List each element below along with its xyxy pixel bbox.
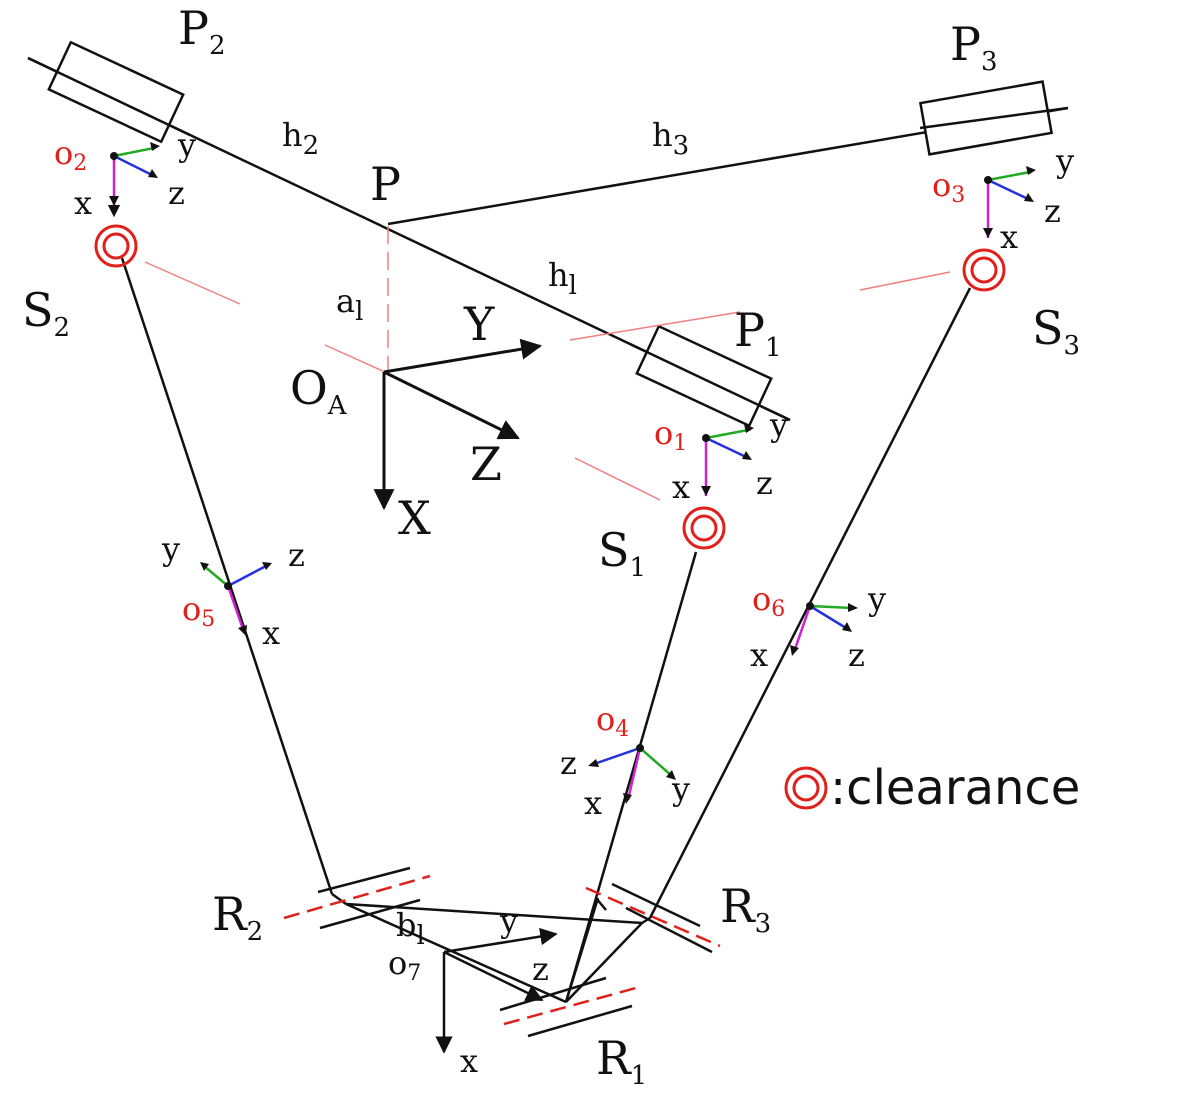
axis-Y [383, 338, 543, 374]
label-o1: o1 [654, 414, 687, 456]
label-o6: o6 [752, 580, 785, 622]
label-b1: bl [396, 906, 425, 951]
label-S2: S2 [22, 283, 70, 343]
axis-o4-x: x [584, 784, 602, 822]
axis-o6-y: y [867, 580, 886, 618]
frame-o2 [107, 142, 160, 218]
label-o4: o4 [596, 700, 629, 742]
axis-o7-z: z [532, 950, 549, 988]
axis-o2-x: x [74, 184, 92, 222]
label-Y: Y [463, 297, 495, 351]
axis-o4-z: z [560, 744, 577, 782]
legend-text: :clearance [830, 760, 1080, 816]
frame-o7 [435, 927, 558, 1054]
label-h3: h3 [652, 116, 689, 161]
slider-p1 [635, 324, 773, 428]
label-S3: S3 [1032, 301, 1080, 361]
frame-o1 [701, 424, 754, 496]
revolute-joints [283, 866, 721, 1038]
slider-p2 [47, 40, 185, 144]
clearance-joints [94, 224, 1006, 550]
label-a1: al [336, 282, 363, 327]
joint-s1 [682, 506, 726, 550]
frame-o6 [790, 602, 858, 656]
label-P2: P2 [178, 1, 226, 61]
axis-o5-z: z [288, 536, 305, 574]
joint-s3 [962, 248, 1006, 292]
clearance-symbol [784, 766, 828, 810]
axis-o2-z: z [168, 174, 185, 212]
axis-o1-y: y [769, 406, 788, 444]
frame-o4 [588, 744, 676, 804]
frame-o5 [200, 562, 272, 636]
global-frame [373, 338, 543, 511]
legend: :clearance [784, 760, 1080, 816]
label-S1: S1 [598, 523, 646, 583]
label-h2: h2 [282, 116, 319, 161]
label-P: P [370, 157, 401, 211]
axis-o2-y: y [177, 126, 196, 164]
label-R2: R2 [212, 887, 263, 947]
leg-s1-r1 [564, 551, 698, 1003]
axis-o1-z: z [756, 464, 773, 502]
guide-lines [144, 226, 951, 501]
joint-r3 [585, 882, 721, 954]
axis-o3-z: z [1044, 192, 1061, 230]
label-P1: P1 [734, 303, 782, 363]
axis-o1-x: x [672, 468, 690, 506]
joint-r1 [499, 976, 637, 1038]
label-o5: o5 [182, 590, 215, 632]
labels: P2 P3 P1 P h2 h3 hl al S2 S3 S1 OA X Y Z… [22, 1, 1080, 1091]
label-h1: hl [548, 256, 577, 301]
axis-o6-z: z [848, 636, 865, 674]
axis-o7-x: x [460, 1042, 478, 1080]
label-R1: R1 [596, 1031, 647, 1091]
leg-s2-r2 [120, 257, 334, 895]
joint-r2 [283, 866, 431, 930]
label-o2: o2 [54, 134, 87, 176]
frame-o3 [983, 166, 1036, 238]
label-o3: o3 [932, 166, 965, 208]
axis-o6-x: x [750, 636, 768, 674]
axis-Z [383, 370, 520, 440]
label-X: X [398, 491, 431, 545]
label-P3: P3 [950, 17, 998, 77]
rails [27, 56, 1069, 422]
rails-over [27, 56, 1069, 422]
axis-o5-y: y [161, 530, 180, 568]
axis-o5-x: x [262, 614, 280, 652]
label-o7: o7 [388, 944, 421, 986]
axis-o3-y: y [1055, 142, 1074, 180]
label-R3: R3 [720, 879, 771, 939]
label-Z: Z [470, 437, 502, 491]
axis-o7-y: y [499, 902, 518, 940]
label-OA: OA [290, 361, 348, 421]
axis-o4-y: y [671, 770, 690, 808]
joint-s2 [94, 224, 138, 268]
axis-o3-x: x [1000, 218, 1018, 256]
